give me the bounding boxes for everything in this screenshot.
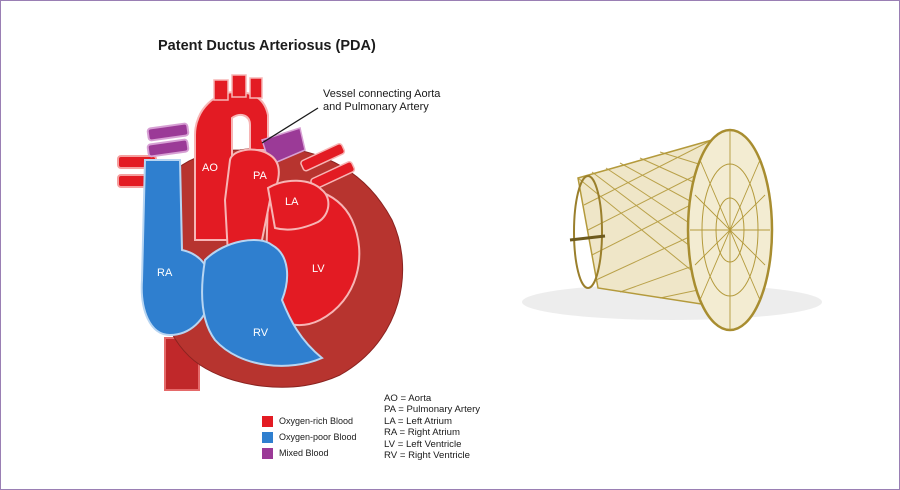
heart-illustration <box>117 74 404 391</box>
abbreviation-equals: = <box>397 393 409 404</box>
legend-label: Oxygen-poor Blood <box>279 432 357 442</box>
label-ao: AO <box>202 162 218 174</box>
occluder-device-illustration <box>522 128 822 332</box>
abbreviation-code: PA <box>384 404 396 416</box>
abbreviation-row: PA = Pulmonary Artery <box>384 404 480 415</box>
legend-item-oxygen-rich: Oxygen-rich Blood <box>262 413 357 429</box>
abbreviation-equals: = <box>397 450 409 462</box>
abbreviation-meaning: Aorta <box>408 393 432 404</box>
abbreviation-meaning: Right Ventricle <box>408 450 470 462</box>
abbreviation-row: RA = Right Atrium <box>384 427 480 438</box>
legend-label: Mixed Blood <box>279 448 329 458</box>
callout-leader-line <box>261 107 319 144</box>
abbreviation-row: RV = Right Ventricle <box>384 450 480 461</box>
diagram-title: Patent Ductus Arteriosus (PDA) <box>158 38 376 54</box>
label-la: LA <box>285 196 299 208</box>
abbreviation-meaning: Right Atrium <box>407 427 460 439</box>
label-rv: RV <box>253 327 269 339</box>
callout-line-2: and Pulmonary Artery <box>323 101 429 113</box>
abbreviation-code: RV <box>384 450 398 462</box>
left-atrium <box>266 179 330 231</box>
callout-line-1: Vessel connecting Aorta <box>323 88 441 100</box>
abbreviation-meaning: Left Ventricle <box>405 438 462 450</box>
abbreviation-row: AO = Aorta <box>384 393 480 404</box>
abbreviation-equals: = <box>395 438 406 450</box>
right-atrium <box>140 159 213 337</box>
legend-swatch <box>262 447 273 459</box>
legend-item-oxygen-poor: Oxygen-poor Blood <box>262 429 357 445</box>
abbreviation-code: LA <box>384 415 396 427</box>
abbreviation-equals: = <box>396 427 408 439</box>
abbreviation-meaning: Pulmonary Artery <box>406 404 481 416</box>
label-pa: PA <box>253 170 267 182</box>
legend-item-mixed: Mixed Blood <box>262 445 357 461</box>
ductus-callout-label: Vessel connecting Aorta and Pulmonary Ar… <box>323 88 440 114</box>
abbreviation-meaning: Left Atrium <box>406 415 453 427</box>
right-ventricle <box>201 239 324 367</box>
abbreviation-code: RA <box>384 427 397 439</box>
legend: Oxygen-rich Blood Oxygen-poor Blood Mixe… <box>262 413 357 461</box>
label-lv: LV <box>312 263 325 275</box>
abbreviation-code: LV <box>384 438 396 450</box>
abbreviation-row: LV = Left Ventricle <box>384 439 480 450</box>
abbreviation-row: LA = Left Atrium <box>384 416 480 427</box>
legend-label: Oxygen-rich Blood <box>279 416 354 426</box>
abbreviation-equals: = <box>395 404 407 416</box>
abbreviation-equals: = <box>395 415 407 427</box>
legend-swatch <box>262 431 273 443</box>
legend-swatch <box>262 415 273 427</box>
label-ra: RA <box>157 267 173 279</box>
abbreviation-code: AO <box>384 393 398 404</box>
